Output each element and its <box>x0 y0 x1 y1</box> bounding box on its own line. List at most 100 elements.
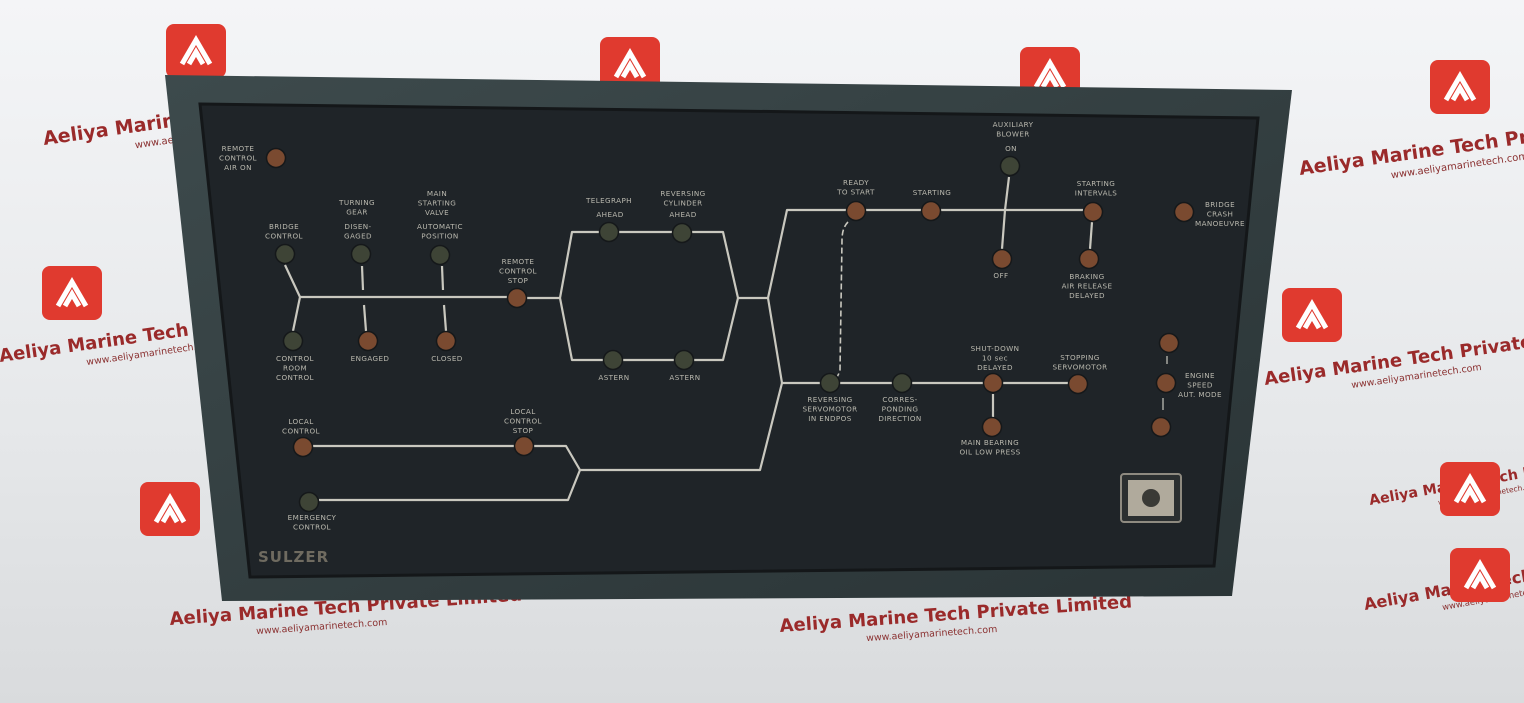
label-control-room-control: ROOM <box>283 364 307 373</box>
label-local-control: LOCAL <box>288 417 313 426</box>
lamp-remote-control-air-on <box>265 147 287 169</box>
label-starting-intervals: INTERVALS <box>1075 189 1118 198</box>
label-braking-air-release: DELAYED <box>1069 291 1105 300</box>
label-automatic-position: POSITION <box>421 232 458 241</box>
label-remote-control-air-on: CONTROL <box>219 154 257 163</box>
lamp-starting-intervals <box>1082 201 1104 223</box>
lamp-starting-valve-closed <box>435 330 457 352</box>
label-blower-off: OFF <box>993 271 1008 280</box>
label-control-room-control: CONTROL <box>276 354 314 363</box>
lamp-cylinder-ahead <box>671 222 693 244</box>
lamp-stopping-servomotor <box>1067 373 1089 395</box>
key-slot-icon <box>1142 489 1160 507</box>
label-starting: STARTING <box>913 188 951 197</box>
label-corresponding-direction: DIRECTION <box>878 414 921 423</box>
label-auxiliary-blower: AUXILIARY <box>993 120 1034 129</box>
label-engine-speed-aut-mode: AUT. MODE <box>1178 390 1222 399</box>
label-bridge-control: CONTROL <box>265 232 303 241</box>
lamp-starting <box>920 200 942 222</box>
label-corresponding-direction: CORRES- <box>882 395 917 404</box>
label-bridge-control: BRIDGE <box>269 222 299 231</box>
label-local-control-stop: LOCAL <box>510 407 535 416</box>
lamp-bridge-control <box>274 243 296 265</box>
label-disengaged: DISEN- <box>344 222 371 231</box>
lamp-starting-valve-automatic <box>429 244 451 266</box>
lamp-local-control <box>292 436 314 458</box>
label-reversing-cylinder: REVERSING <box>660 189 705 198</box>
label-local-control-stop: STOP <box>513 426 534 435</box>
lamp-local-control-stop <box>513 435 535 457</box>
watermark-logo-icon <box>1440 462 1500 516</box>
watermark-logo-icon <box>600 37 660 91</box>
label-stopping-servomotor: STOPPING <box>1060 353 1100 362</box>
label-braking-air-release: BRAKING <box>1069 272 1104 281</box>
label-cylinder-ahead: AHEAD <box>669 210 696 219</box>
lamp-braking-air-release <box>1078 248 1100 270</box>
label-local-control: CONTROL <box>282 427 320 436</box>
lamp-turning-gear-disengaged <box>350 243 372 265</box>
label-bridge-crash-manoeuvre: MANOEUVRE <box>1195 219 1245 228</box>
label-turning-gear: TURNING <box>338 198 375 207</box>
brand-logo: SULZER <box>258 548 329 566</box>
lamp-blower-on <box>999 155 1021 177</box>
lamp-corresponding-direction <box>891 372 913 394</box>
lamp-main-bearing-oil <box>981 416 1003 438</box>
label-shut-down: 10 sec <box>982 354 1008 363</box>
label-reversing-cylinder: CYLINDER <box>663 199 702 208</box>
lamp-engine-speed-down <box>1150 416 1172 438</box>
label-automatic-position: AUTOMATIC <box>417 222 463 231</box>
label-main-bearing-oil: OIL LOW PRESS <box>959 448 1020 457</box>
label-telegraph-ahead: AHEAD <box>596 210 623 219</box>
label-remote-control-stop: REMOTE <box>502 257 535 266</box>
label-emergency-control: EMERGENCY <box>288 513 337 522</box>
label-stopping-servomotor: SERVOMOTOR <box>1052 363 1107 372</box>
label-engine-speed-aut-mode: ENGINE <box>1185 371 1215 380</box>
label-bridge-crash-manoeuvre: CRASH <box>1207 210 1234 219</box>
label-auxiliary-blower: BLOWER <box>996 130 1029 139</box>
watermark-logo-icon <box>1450 548 1510 602</box>
label-braking-air-release: AIR RELEASE <box>1062 282 1113 291</box>
label-local-control-stop: CONTROL <box>504 417 542 426</box>
watermark-logo-icon <box>1430 60 1490 114</box>
label-telegraph-astern: ASTERN <box>598 373 629 382</box>
label-main-starting-valve: MAIN <box>427 189 447 198</box>
label-reversing-servomotor: SERVOMOTOR <box>802 405 857 414</box>
label-shut-down: DELAYED <box>977 363 1013 372</box>
label-engaged: ENGAGED <box>351 354 390 363</box>
label-bridge-crash-manoeuvre: BRIDGE <box>1205 200 1235 209</box>
label-remote-control-stop: STOP <box>508 276 529 285</box>
lamp-bridge-crash-manoeuvre <box>1173 201 1195 223</box>
label-reversing-servomotor: REVERSING <box>807 395 852 404</box>
lamp-engine-speed-aut-mode <box>1155 372 1177 394</box>
label-reversing-servomotor: IN ENDPOS <box>808 414 851 423</box>
indicator-wiring <box>284 176 1168 502</box>
lamp-engine-speed-up <box>1158 332 1180 354</box>
lamp-reversing-servomotor <box>819 372 841 394</box>
label-telegraph: TELEGRAPH <box>585 196 632 205</box>
watermark-logo-icon <box>42 266 102 320</box>
label-starting-intervals: STARTING <box>1077 179 1115 188</box>
lamp-shut-down <box>982 372 1004 394</box>
lamp-telegraph-ahead <box>598 221 620 243</box>
watermark-logo-icon <box>140 482 200 536</box>
lamp-emergency-control <box>298 491 320 513</box>
label-shut-down: SHUT-DOWN <box>971 344 1020 353</box>
label-closed: CLOSED <box>431 354 463 363</box>
lamp-cylinder-astern <box>673 349 695 371</box>
label-turning-gear: GEAR <box>346 208 368 217</box>
label-main-starting-valve: STARTING <box>418 199 456 208</box>
label-remote-control-air-on: AIR ON <box>224 163 252 172</box>
label-disengaged: GAGED <box>344 232 372 241</box>
key-switch[interactable] <box>1120 473 1182 523</box>
lamp-turning-gear-engaged <box>357 330 379 352</box>
label-emergency-control: CONTROL <box>293 523 331 532</box>
label-remote-control-stop: CONTROL <box>499 267 537 276</box>
label-main-bearing-oil: MAIN BEARING <box>961 438 1019 447</box>
label-control-room-control: CONTROL <box>276 373 314 382</box>
label-cylinder-astern: ASTERN <box>669 373 700 382</box>
indicator-lamps <box>265 147 1195 513</box>
panel-face <box>198 102 1260 579</box>
label-ready-to-start: READY <box>843 178 869 187</box>
lamp-ready-to-start <box>845 200 867 222</box>
